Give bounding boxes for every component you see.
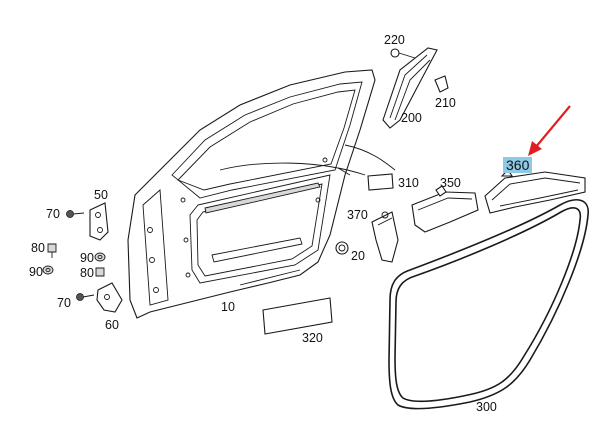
grommet-20: [335, 241, 349, 255]
label-360-highlighted: 360: [503, 157, 533, 173]
label-90-right: 90: [80, 251, 94, 265]
nut-90-right: [94, 252, 106, 262]
part-370: [371, 211, 399, 263]
label-10: 10: [221, 300, 235, 314]
label-350: 350: [440, 176, 461, 190]
label-370: 370: [347, 208, 368, 222]
label-20: 20: [351, 249, 365, 263]
bracket-350: [411, 185, 479, 233]
pad-310: [367, 173, 394, 191]
nut-90-left: [42, 265, 54, 275]
label-90-left: 90: [29, 265, 43, 279]
screw-70-bottom: [76, 293, 95, 301]
screw-70-top: [66, 210, 85, 218]
label-60: 60: [105, 318, 119, 332]
window-trim: [382, 47, 438, 129]
part-360: [484, 169, 586, 214]
bolt-80-top: [47, 243, 57, 258]
label-plate-320: [262, 297, 333, 335]
leader-310-b: [219, 162, 366, 176]
label-300: 300: [476, 400, 497, 414]
label-320: 320: [302, 331, 323, 345]
clip-210: [434, 75, 449, 93]
hinge-50: [89, 202, 109, 241]
label-200: 200: [401, 111, 422, 125]
label-70-bottom: 70: [57, 296, 71, 310]
bolt-80-bottom: [95, 267, 105, 277]
label-220: 220: [384, 33, 405, 47]
label-70-top: 70: [46, 207, 60, 221]
label-310: 310: [398, 176, 419, 190]
screw-220: [390, 48, 416, 59]
weatherstrip-300: [388, 199, 589, 410]
leader-310: [344, 144, 396, 171]
door-shell: [127, 69, 376, 319]
pointer-arrow: [528, 105, 571, 156]
hinge-60: [96, 282, 123, 313]
label-80-left: 80: [31, 241, 45, 255]
label-80-right: 80: [80, 266, 94, 280]
label-50: 50: [94, 188, 108, 202]
label-210: 210: [435, 96, 456, 110]
leader-310-c: [337, 167, 351, 176]
